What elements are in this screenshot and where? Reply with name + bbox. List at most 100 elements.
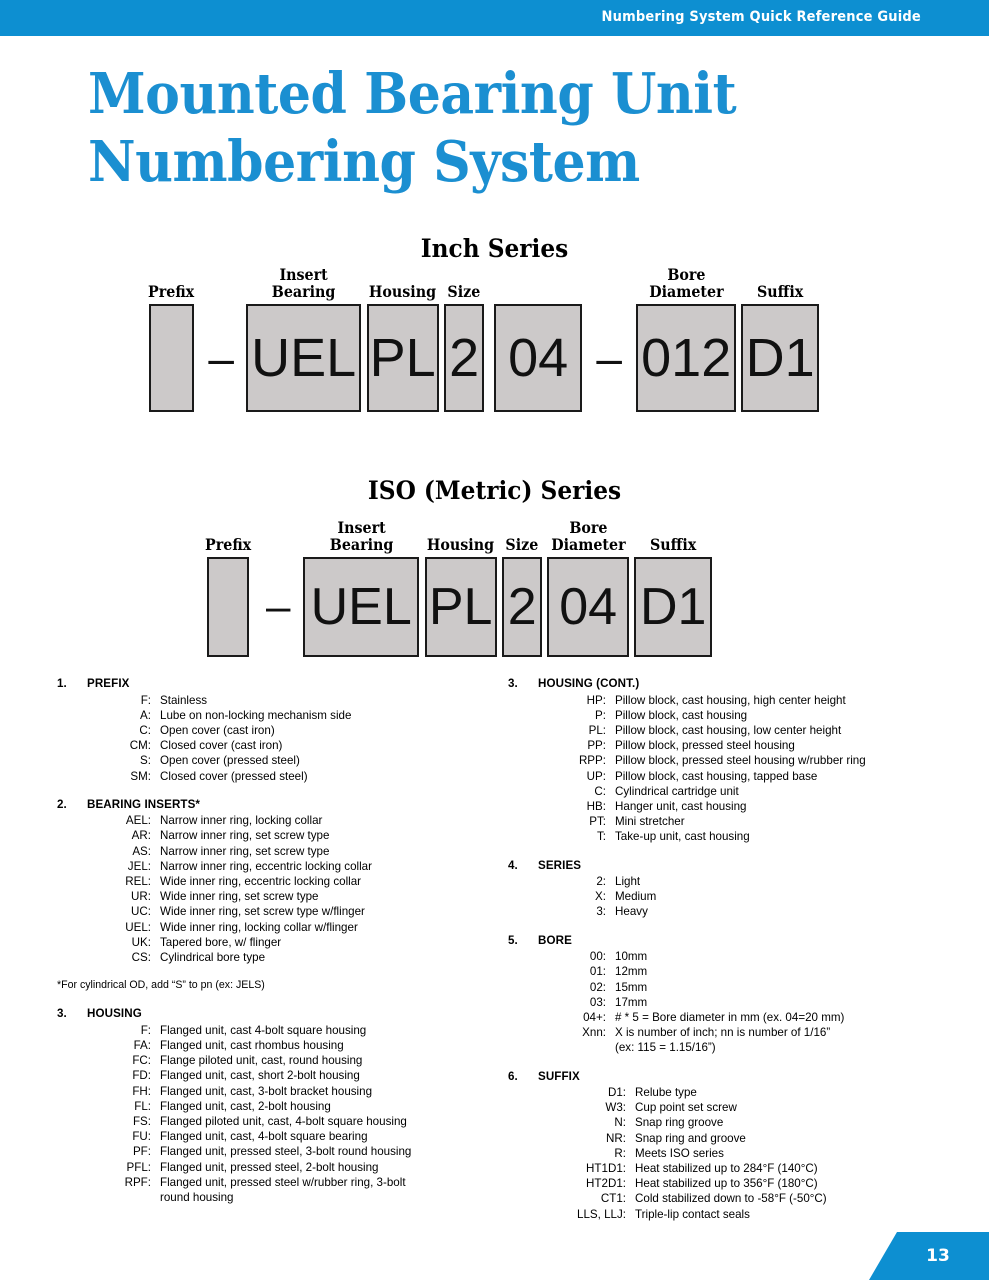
page-title-line2: Numbering System — [88, 129, 640, 195]
legend-section-heading: 5.BORE — [508, 934, 948, 947]
legend-row-code: AR: — [131, 829, 151, 843]
diagram-slot: Prefix — [146, 266, 196, 412]
legend-section-number: 1. — [57, 677, 67, 690]
page-number-tab: 13 — [869, 1232, 989, 1280]
diagram-slot-label: Size — [505, 535, 539, 554]
legend-row-code: 3: — [596, 905, 606, 919]
legend-section-heading: 6.SUFFIX — [508, 1070, 948, 1083]
legend-row-description: Flange piloted unit, cast, round housing — [160, 1054, 363, 1068]
legend-row: FS:Flanged piloted unit, cast, 4-bolt sq… — [57, 1114, 487, 1129]
diagram-separator-dash: – — [596, 332, 622, 384]
legend-row: SM:Closed cover (pressed steel) — [57, 769, 487, 784]
legend-row: 3:Heavy — [508, 904, 948, 919]
legend-row-description: Cylindrical cartridge unit — [615, 784, 739, 798]
metric-series-diagram: Prefixx–InsertBearingUELHousingPLSize2Bo… — [203, 518, 713, 657]
legend-row-description: # * 5 = Bore diameter in mm (ex. 04=20 m… — [615, 1010, 845, 1024]
legend-row: Xnn:X is number of inch; nn is number of… — [508, 1025, 948, 1055]
diagram-value-box: 012 — [636, 304, 737, 412]
diagram-slot: Prefix — [203, 519, 253, 657]
legend-section-heading: 1.PREFIX — [57, 677, 487, 690]
legend-row-description: Flanged unit, cast, 4-bolt square bearin… — [160, 1130, 368, 1144]
diagram-value-box: 04 — [547, 557, 630, 657]
legend-row-description: Stainless — [160, 693, 208, 707]
legend-row-description: Wide inner ring, locking collar w/flinge… — [160, 920, 358, 934]
legend-row-description-continued: (ex: 115 = 1.15/16”) — [615, 1041, 716, 1055]
legend-row-description: Mini stretcher — [615, 815, 685, 829]
legend-row-description: Pillow block, cast housing, low center h… — [615, 723, 842, 737]
legend-row-code: W3: — [605, 1101, 626, 1115]
legend-row-description: Snap ring groove — [635, 1116, 724, 1130]
legend-row: CT1:Cold stabilized down to -58°F (-50°C… — [508, 1191, 948, 1206]
legend-row: FL:Flanged unit, cast, 2-bolt housing — [57, 1099, 487, 1114]
legend-row-description: 10mm — [615, 950, 648, 964]
legend-row-code: HB: — [586, 799, 606, 813]
legend-row-code: Xnn: — [582, 1026, 606, 1040]
legend-row-code: T: — [596, 830, 606, 844]
legend-row-description: Cup point set screw — [635, 1101, 737, 1115]
legend-row: RPF:Flanged unit, pressed steel w/rubber… — [57, 1175, 487, 1205]
legend-row-code: FS: — [132, 1114, 151, 1128]
legend-row: AR: Narrow inner ring, set screw type — [57, 828, 487, 843]
legend-row-code: 00: — [589, 950, 606, 964]
legend-row-description: Narrow inner ring, set screw type — [160, 829, 330, 843]
legend-row-description: Cold stabilized down to -58°F (-50°C) — [635, 1192, 827, 1206]
legend-row: R:Meets ISO series — [508, 1146, 948, 1161]
diagram-value-box: UEL — [246, 304, 362, 412]
legend-row-code: RPF: — [124, 1175, 151, 1189]
diagram-separator-dash: – — [265, 582, 291, 631]
legend-row-code: HT1D1: — [586, 1162, 626, 1176]
legend-row-code: REL: — [125, 875, 151, 889]
diagram-value-box: PL — [366, 304, 439, 412]
legend-section: 2.BEARING INSERTS*AEL:Narrow inner ring,… — [57, 798, 487, 992]
legend-row: UR:Wide inner ring, set screw type — [57, 889, 487, 904]
legend-row-code: 02: — [589, 980, 606, 994]
legend-row: HT1D1: Heat stabilized up to 284°F (140°C… — [508, 1161, 948, 1176]
legend-section-number: 6. — [508, 1069, 518, 1083]
diagram-slot: x– — [204, 266, 238, 412]
legend-row-description: Pillow block, cast housing, tapped base — [615, 769, 818, 783]
legend-row: UP:Pillow block, cast housing, tapped ba… — [508, 769, 948, 784]
legend-row: FH:Flanged unit, cast, 3-bolt bracket ho… — [57, 1084, 487, 1099]
legend-row: UK:Tapered bore, w/ flinger — [57, 935, 487, 950]
diagram-slot-label: Housing — [427, 535, 495, 554]
diagram-value-box — [148, 304, 194, 412]
header-bar — [0, 0, 989, 36]
legend-section-name: SERIES — [538, 858, 582, 872]
legend-row-description: Pillow block, cast housing — [615, 708, 748, 722]
legend-row-code: FL: — [134, 1099, 151, 1113]
legend-row-code: RPP: — [578, 754, 606, 768]
diagram-slot-label: Prefix — [205, 535, 252, 554]
legend-row-description: Wide inner ring, set screw type — [160, 890, 319, 904]
page-title: Mounted Bearing Unit Numbering System — [88, 60, 832, 196]
legend-row: C:Cylindrical cartridge unit — [508, 784, 948, 799]
header-title: Numbering System Quick Reference Guide — [601, 9, 921, 25]
legend-row-code: 03: — [589, 995, 606, 1009]
legend-row-description: Heat stabilized up to 284°F (140°C) — [635, 1162, 818, 1176]
legend-row-code: JEL: — [127, 859, 151, 873]
legend-row: HB:Hanger unit, cast housing — [508, 799, 948, 814]
page-number: 13 — [926, 1246, 950, 1266]
legend-row-code: UK: — [131, 935, 151, 949]
legend-row-description: Heat stabilized up to 356°F (180°C) — [635, 1177, 818, 1191]
legend-row-code: CM: — [129, 739, 151, 753]
legend-column-right: 3.HOUSING (CONT.)HP:Pillow block, cast h… — [508, 677, 948, 1236]
legend-row-description-continued: round housing — [160, 1190, 234, 1204]
legend-row-code: 04+: — [583, 1010, 606, 1024]
legend-row-description: Relube type — [635, 1086, 697, 1100]
legend-section-heading: 3.HOUSING (CONT.) — [508, 677, 948, 690]
legend-row: PL:Pillow block, cast housing, low cente… — [508, 723, 948, 738]
legend-row: 04+: # * 5 = Bore diameter in mm (ex. 04=… — [508, 1010, 948, 1025]
legend-row-description: 15mm — [615, 980, 648, 994]
legend-row-code: A: — [140, 708, 151, 722]
legend-row-description: Flanged unit, cast, short 2-bolt housing — [160, 1069, 360, 1083]
legend-row-description: Flanged unit, cast rhombus housing — [160, 1038, 344, 1052]
legend-row: REL:Wide inner ring, eccentric locking c… — [57, 874, 487, 889]
